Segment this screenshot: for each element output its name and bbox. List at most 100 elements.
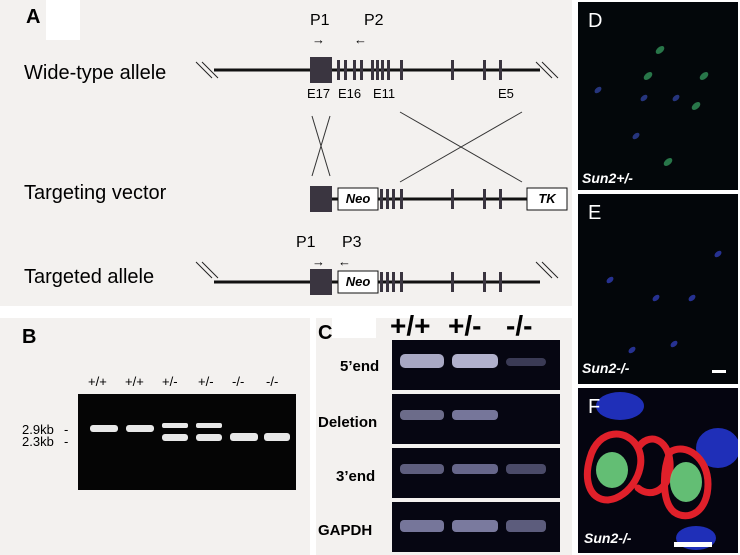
lane-label: +/-: [198, 374, 214, 389]
exon-e16-label: E16: [338, 86, 362, 101]
gel-band: [400, 410, 444, 420]
row-label-5end: 5’end: [340, 358, 380, 375]
exon-e17-label: E17: [307, 86, 331, 101]
row-label-3end: 3’end: [336, 468, 376, 485]
marker-2-9kb: 2.9kb: [22, 422, 54, 437]
row-label-gapdh: GAPDH: [318, 522, 373, 539]
break-mark: [201, 61, 219, 79]
nucleus-blue: [688, 294, 696, 302]
exon-bar: [386, 189, 389, 209]
nucleus-blue: [640, 94, 648, 102]
exon-bar: [499, 272, 502, 292]
lane-label: +/+: [125, 374, 144, 389]
rt-pcr-gel-image: [392, 340, 560, 552]
nucleus-blue: [714, 250, 722, 258]
nucleus-green: [691, 102, 701, 110]
gel-band: [162, 423, 188, 428]
exon-bar: [387, 60, 390, 80]
break-mark: [195, 261, 213, 279]
targeted-neo-box: [337, 270, 379, 294]
exon-bar: [380, 272, 383, 292]
nucleus-green: [663, 158, 673, 166]
primer-p3-arrow: ←: [338, 254, 351, 269]
break-mark: [201, 261, 219, 279]
primer-p2-arrow: ←: [354, 32, 367, 47]
lane-label: -/-: [266, 374, 279, 389]
panel-d-genotype-label: Sun2+/-: [582, 170, 633, 186]
exon-bar: [337, 60, 340, 80]
primer-p1-label: P1: [310, 12, 330, 29]
genotype-label: +/-: [448, 310, 482, 341]
lane-label: +/-: [162, 374, 178, 389]
gene-targeting-diagram: [195, 57, 568, 295]
nucleus-blue: [672, 94, 680, 102]
red-ring: [583, 430, 645, 504]
gel-band: [452, 354, 498, 368]
gel-band: [264, 433, 290, 441]
fluorescence-image: [578, 194, 738, 384]
gel-band: [400, 354, 444, 368]
gel-band: [400, 464, 444, 474]
lane-label: +/+: [88, 374, 107, 389]
vector-tk-label: TK: [538, 191, 556, 206]
panel-c-letter: C: [318, 322, 333, 344]
exon-bar: [371, 60, 374, 80]
gel-band: [126, 425, 154, 432]
targeted-allele-label: Targeted allele: [24, 266, 155, 288]
nucleus-green: [655, 46, 665, 54]
panel-b: B +/+ +/+ +/- +/- -/- -/- 2.9kb 2.3kb - …: [0, 318, 310, 555]
genotype-label: +/+: [390, 310, 431, 341]
vector-neo-label: Neo: [345, 191, 371, 206]
exon-bar: [483, 189, 486, 209]
exon-bar: [400, 60, 403, 80]
red-ring: [660, 445, 712, 520]
marker-tick: -: [64, 422, 69, 437]
break-mark: [195, 61, 213, 79]
exon-bar: [380, 189, 383, 209]
nucleus-blue: [628, 346, 636, 354]
break-mark: [541, 61, 559, 79]
crossover-line: [311, 115, 331, 177]
exon-bar: [392, 272, 395, 292]
nucleus-blue: [596, 392, 644, 420]
panel-b-letter: B: [22, 326, 37, 348]
exon-bar: [451, 272, 454, 292]
gel-band: [90, 425, 118, 432]
panel-d-letter: D: [588, 10, 603, 32]
exon-e5-label: E5: [498, 86, 514, 101]
exon-bar: [344, 60, 347, 80]
gel-band: [452, 464, 498, 474]
nucleus-blue: [632, 132, 640, 140]
nucleus-blue: [594, 86, 602, 94]
scale-bar: [712, 370, 726, 373]
panel-f-micrograph: F Sun2-/-: [578, 388, 738, 553]
gel-band: [452, 520, 498, 532]
exon-bar: [353, 60, 356, 80]
gel-band: [506, 464, 546, 474]
crossover-line: [399, 111, 523, 183]
exon-bar: [381, 60, 384, 80]
scale-bar: [674, 542, 712, 547]
letter-mask: [46, 0, 80, 40]
panel-a-letter: A: [26, 6, 41, 28]
primer-p1-targeted-label: P1: [296, 234, 316, 251]
gel-band: [506, 358, 546, 366]
panel-c: C +/+ +/- -/- 5’end Deletion 3’end GAPDH: [316, 310, 572, 555]
exon-bar: [451, 189, 454, 209]
panel-f-letter: F: [588, 396, 601, 418]
exon-bar: [400, 189, 403, 209]
targeted-neo-label: Neo: [345, 274, 371, 289]
nucleus-green: [643, 72, 653, 80]
nucleus-green: [596, 452, 628, 488]
nucleus-blue: [670, 340, 678, 348]
exon-bar: [386, 272, 389, 292]
panel-e-letter: E: [588, 202, 602, 224]
targeted-exon-box: [310, 269, 332, 295]
panel-d-micrograph: D Sun2+/-: [578, 2, 738, 190]
panel-f-genotype-label: Sun2-/-: [584, 530, 632, 546]
panel-a: A Wide-type allele Targeting vector Targ…: [0, 0, 572, 306]
gel-band: [230, 433, 258, 441]
vector-neo-box: [337, 187, 379, 211]
marker-2-3kb: 2.3kb: [22, 434, 54, 449]
exon-e11-label: E11: [373, 86, 396, 101]
